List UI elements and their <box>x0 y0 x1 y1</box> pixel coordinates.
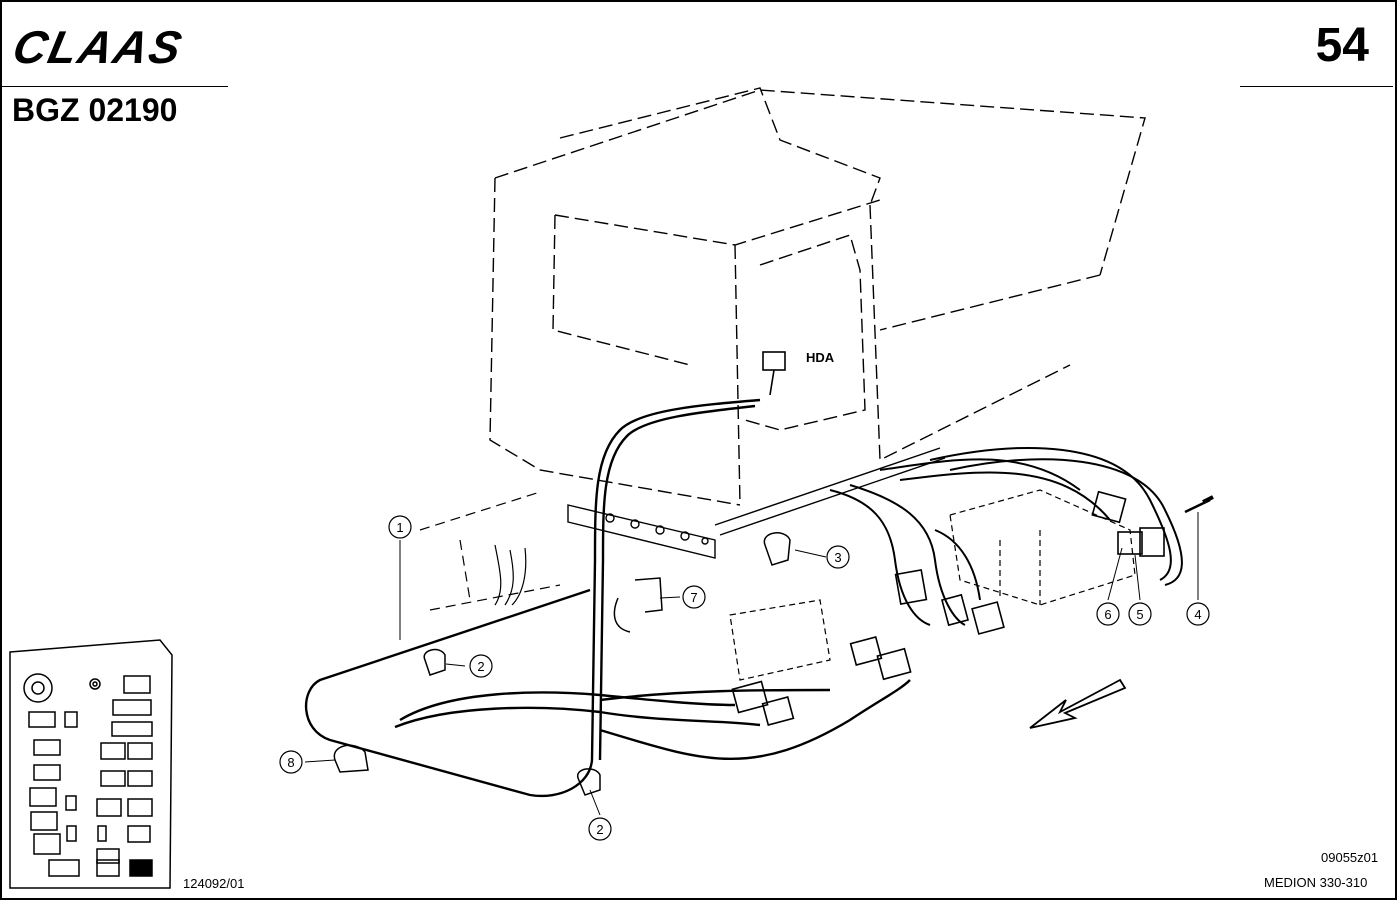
callout-6 <box>1096 602 1120 626</box>
page-number: 54 <box>1315 19 1369 72</box>
rail-tube <box>714 447 946 536</box>
header-rule-left <box>2 86 228 87</box>
small-parts <box>333 495 1214 796</box>
callout-1 <box>388 515 412 539</box>
location-key-inset <box>9 639 173 889</box>
direction-arrow <box>1029 678 1127 729</box>
callout-2a-label: 2 <box>477 659 484 674</box>
header-rule-right <box>1240 86 1393 87</box>
right-harness <box>829 447 1183 626</box>
connectors <box>731 351 1165 726</box>
callout-3-label: 3 <box>834 550 841 565</box>
callout-8-label: 8 <box>287 755 294 770</box>
callout-1-label: 1 <box>396 520 403 535</box>
left-bracket <box>419 491 561 611</box>
callout-2b <box>588 817 612 841</box>
left-wire-bundle <box>494 544 527 606</box>
mounting-plate <box>567 504 716 559</box>
callout-8 <box>279 750 303 774</box>
valve-block <box>729 489 1136 681</box>
callout-2b-label: 2 <box>596 822 603 837</box>
document-code: BGZ 02190 <box>12 92 178 128</box>
hda-label: HDA <box>806 350 835 365</box>
callout-5-label: 5 <box>1136 607 1143 622</box>
model-name: MEDION 330-310 <box>1264 875 1368 890</box>
leader-lines <box>304 512 1199 816</box>
callout-3 <box>826 545 850 569</box>
callout-5 <box>1128 602 1152 626</box>
drawing-id: 09055z01 <box>1321 850 1379 865</box>
callout-4 <box>1186 602 1210 626</box>
reference-number: 124092/01 <box>183 876 245 891</box>
callout-7 <box>682 585 706 609</box>
callout-6-label: 6 <box>1104 607 1111 622</box>
callout-7-label: 7 <box>690 590 697 605</box>
callout-2a <box>469 654 493 678</box>
cab-outline <box>489 87 1146 506</box>
callout-4-label: 4 <box>1194 607 1201 622</box>
callouts <box>279 515 1210 841</box>
main-harness <box>305 398 911 798</box>
